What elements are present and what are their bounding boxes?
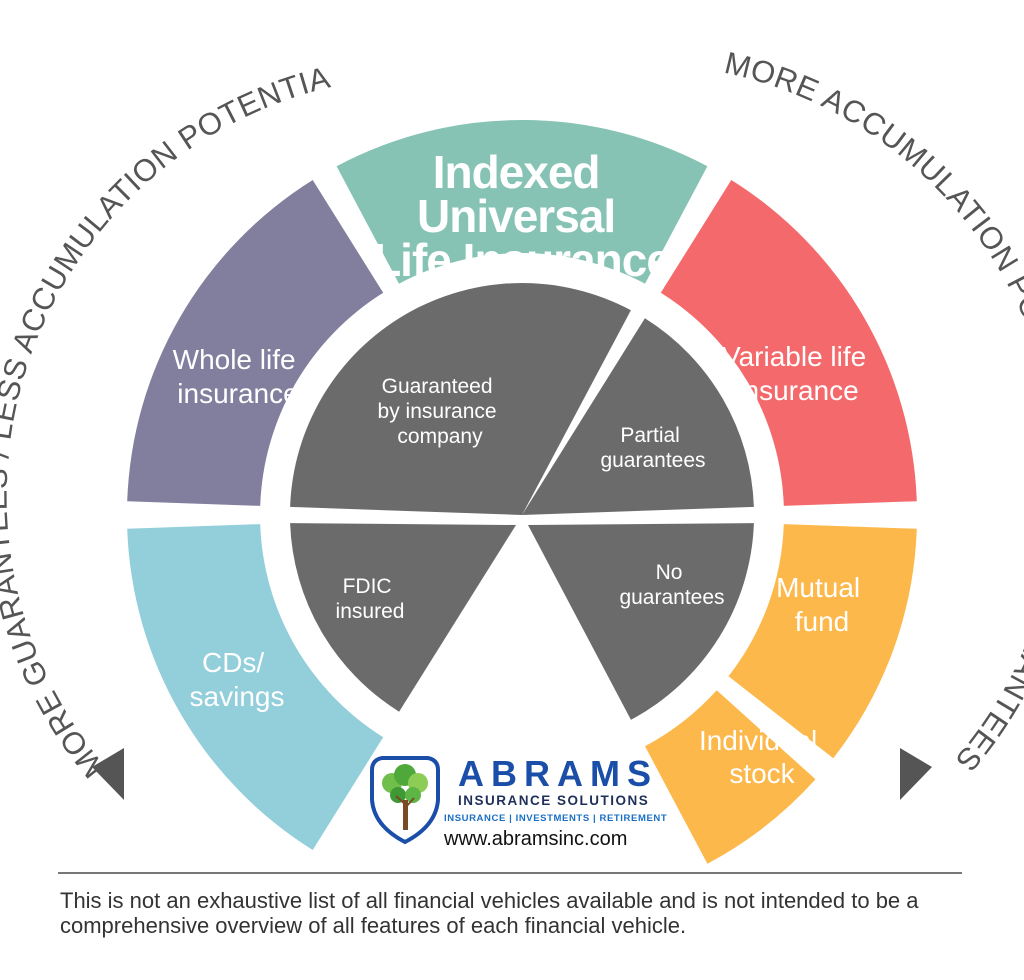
whole-life-line-1: Whole life <box>173 344 296 375</box>
diagram-canvas: Indexed Universal Life Insurance Whole l… <box>0 0 1024 864</box>
variable-life-segment <box>660 180 917 506</box>
mutual-fund-line-1: Mutual <box>776 572 860 603</box>
logo-subtitle: INSURANCE SOLUTIONS <box>458 793 649 808</box>
variable-life-line-1: Variable life <box>722 341 866 372</box>
partial-guarantees-label: Partial guarantees <box>600 424 705 472</box>
logo-name: ABRAMS <box>458 753 658 794</box>
mutual-fund-line-2: fund <box>795 606 850 637</box>
guaranteed-sector <box>290 283 631 515</box>
disclaimer-text: This is not an exhaustive list of all fi… <box>60 888 919 938</box>
guaranteed-label: Guaranteed by insurance company <box>378 375 503 448</box>
guaranteed-line-2: by insurance <box>378 400 497 423</box>
logo-tagline: INSURANCE | INVESTMENTS | RETIREMENT <box>444 813 667 824</box>
logo-url: www.abramsinc.com <box>443 828 627 850</box>
individual-stock-line-1: Individual <box>699 725 817 756</box>
variable-life-line-2: insurance <box>737 375 858 406</box>
tree-shield-icon <box>370 756 440 845</box>
right-arrow-icon <box>900 748 932 800</box>
mutual-fund-segment <box>728 524 917 759</box>
indexed-universal-life-segment <box>336 119 708 284</box>
individual-stock-label: Individual stock <box>699 725 825 789</box>
indexed-universal-life-label: Indexed Universal Life Insurance <box>373 146 671 286</box>
cds-line-1: CDs/ <box>202 647 264 678</box>
whole-life-line-2: insurance <box>177 378 298 409</box>
whole-life-label: Whole life insurance <box>173 344 304 409</box>
guaranteed-line-3: company <box>397 425 483 448</box>
fdic-line-1: FDIC <box>343 575 392 598</box>
fdic-line-2: insured <box>336 600 405 623</box>
individual-stock-line-2: stock <box>729 758 795 789</box>
partial-line-2: guarantees <box>600 449 705 472</box>
fdic-insured-sector <box>290 523 516 712</box>
variable-life-label: Variable life insurance <box>722 341 874 406</box>
partial-line-1: Partial <box>620 424 680 447</box>
abrams-logo: ABRAMS INSURANCE SOLUTIONS INSURANCE | I… <box>370 753 667 850</box>
whole-life-segment <box>127 180 384 506</box>
cds-line-2: savings <box>190 681 285 712</box>
no-guarantees-sector <box>528 523 754 720</box>
no-guarantees-label: No guarantees <box>619 561 724 609</box>
partial-guarantees-sector <box>522 318 754 515</box>
divider <box>58 872 962 874</box>
no-guarantees-line-2: guarantees <box>619 586 724 609</box>
cds-savings-segment <box>127 524 384 850</box>
individual-stock-segment <box>645 690 816 864</box>
left-arrow-icon <box>92 748 124 800</box>
featured-line-3: Life Insurance <box>373 234 671 286</box>
featured-line-1: Indexed <box>433 146 600 198</box>
no-guarantees-line-1: No <box>656 561 683 584</box>
guaranteed-line-1: Guaranteed <box>382 375 493 398</box>
mutual-fund-label: Mutual fund <box>776 572 868 637</box>
featured-line-2: Universal <box>417 190 615 242</box>
cds-savings-label: CDs/ savings <box>190 647 285 712</box>
fdic-insured-label: FDIC insured <box>336 575 405 623</box>
